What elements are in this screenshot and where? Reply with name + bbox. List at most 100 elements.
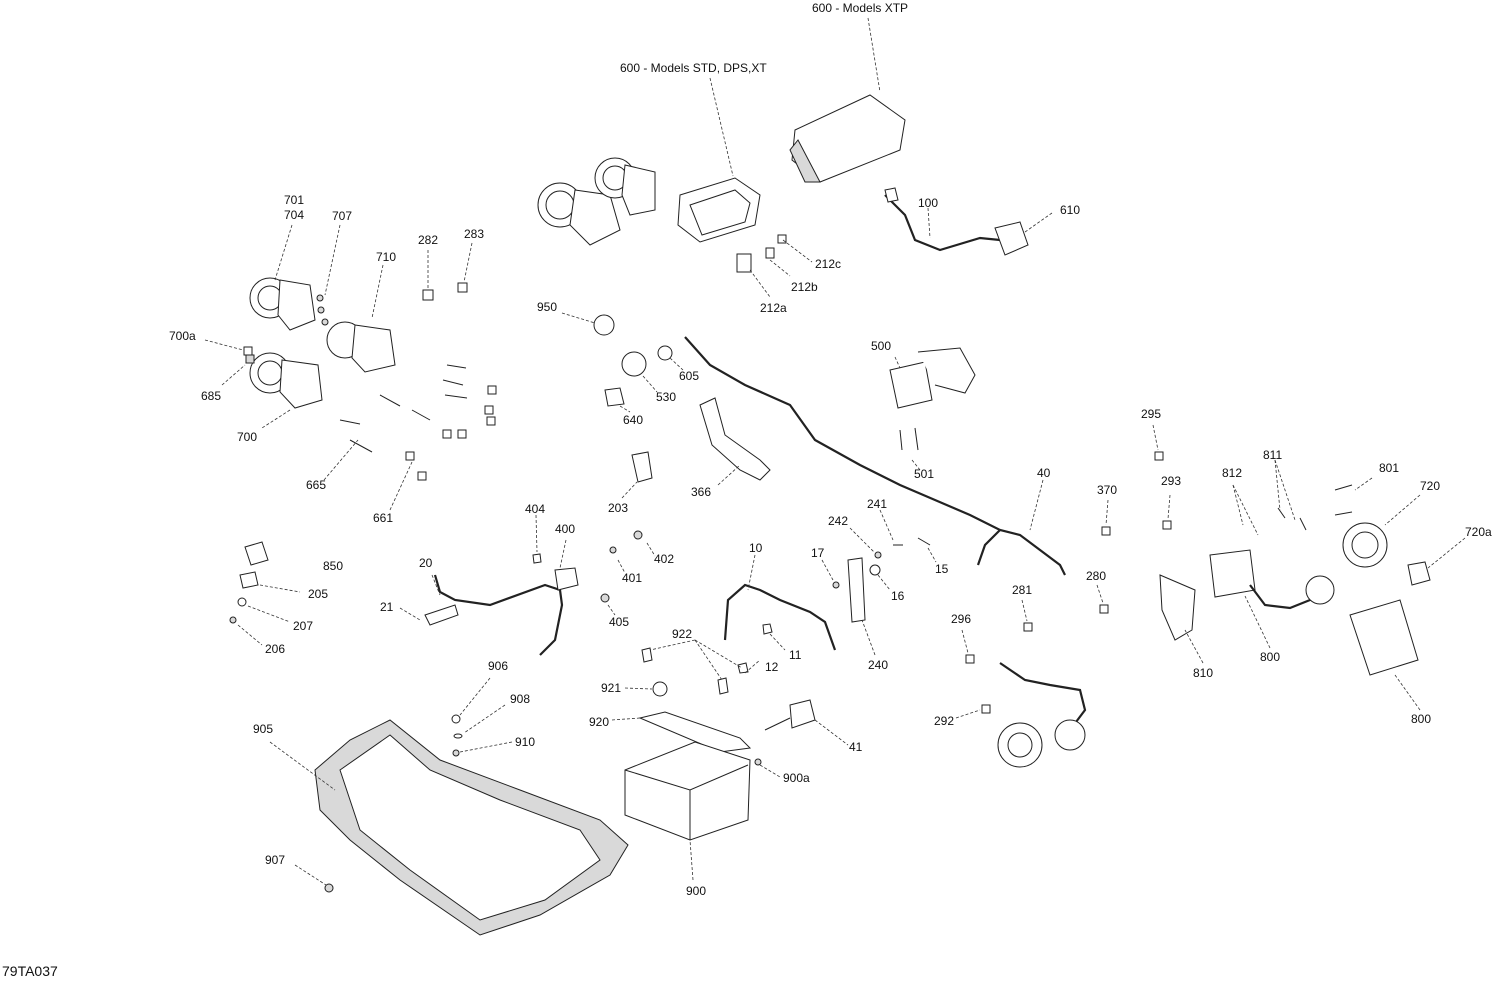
fasteners-920-922 xyxy=(611,639,752,753)
connectors-212 xyxy=(736,234,813,298)
headlights-left xyxy=(249,224,323,429)
callout-922: 922 xyxy=(672,627,692,641)
callout-16: 16 xyxy=(891,589,905,603)
callout-910: 910 xyxy=(515,735,535,749)
callout-704: 704 xyxy=(284,208,304,222)
callout-801: 801 xyxy=(1379,461,1399,475)
callout-720a: 720a xyxy=(1465,525,1492,539)
callout-707: 707 xyxy=(332,209,352,223)
callout-295: 295 xyxy=(1141,407,1161,421)
callout-661: 661 xyxy=(373,511,393,525)
callout-207: 207 xyxy=(293,619,313,633)
callout-296: 296 xyxy=(951,612,971,626)
callout-293: 293 xyxy=(1161,474,1181,488)
callout-905: 905 xyxy=(253,722,273,736)
callout-370: 370 xyxy=(1097,483,1117,497)
callout-41: 41 xyxy=(849,740,863,754)
callout-906: 906 xyxy=(488,659,508,673)
callout-700a: 700a xyxy=(169,329,196,343)
callout-282: 282 xyxy=(418,233,438,247)
callout-280: 280 xyxy=(1086,569,1106,583)
callout-241: 241 xyxy=(867,497,887,511)
callout-900: 900 xyxy=(686,884,706,898)
callout-12: 12 xyxy=(765,660,779,674)
bracket-240 xyxy=(821,509,937,656)
gauge-cluster-xtp xyxy=(789,17,906,183)
light-720 xyxy=(1232,459,1466,586)
callout-10: 10 xyxy=(749,541,763,555)
callout-800-module: 800 xyxy=(1411,712,1431,726)
callout-212a: 212a xyxy=(760,301,787,315)
callout-402: 402 xyxy=(654,552,674,566)
diagram-id: 79TA037 xyxy=(2,963,58,979)
callout-40: 40 xyxy=(1037,466,1051,480)
switches-950-530-640 xyxy=(561,312,684,413)
callout-710: 710 xyxy=(376,250,396,264)
callout-366: 366 xyxy=(691,485,711,499)
callout-501: 501 xyxy=(914,467,934,481)
callout-404: 404 xyxy=(525,502,545,516)
callout-206: 206 xyxy=(265,642,285,656)
callout-205: 205 xyxy=(308,587,328,601)
callout-203: 203 xyxy=(608,501,628,515)
callout-21: 21 xyxy=(380,600,394,614)
callout-212c: 212c xyxy=(815,257,841,271)
right-fasteners xyxy=(955,424,1172,719)
callout-283: 283 xyxy=(464,227,484,241)
callout-15: 15 xyxy=(935,562,949,576)
terminal-41 xyxy=(754,699,849,778)
light-710 xyxy=(326,264,396,373)
callout-212b: 212b xyxy=(791,280,818,294)
callout-811: 811 xyxy=(1263,448,1282,462)
callout-720: 720 xyxy=(1420,479,1440,493)
fasteners-left xyxy=(204,224,497,511)
callout-640: 640 xyxy=(623,413,643,427)
callout-600-xtp: 600 - Models XTP xyxy=(812,1,908,15)
tray-905 xyxy=(269,677,629,936)
bracket-500 xyxy=(889,347,976,471)
callout-921: 921 xyxy=(601,681,621,695)
battery-900 xyxy=(624,741,751,881)
callout-701: 701 xyxy=(284,193,304,207)
callout-240: 240 xyxy=(868,658,888,672)
tube-366 xyxy=(699,397,771,486)
module-800-810 xyxy=(1159,549,1421,711)
callout-20: 20 xyxy=(419,556,433,570)
connector-203 xyxy=(621,451,653,499)
part-drawings xyxy=(204,17,1466,936)
callout-665: 665 xyxy=(306,478,326,492)
callout-600-std: 600 - Models STD, DPS,XT xyxy=(620,61,767,75)
callout-907: 907 xyxy=(265,853,285,867)
callout-401: 401 xyxy=(622,571,642,585)
cables-20-400 xyxy=(399,514,656,656)
callout-800-harness: 800 xyxy=(1260,650,1280,664)
callout-810: 810 xyxy=(1193,666,1213,680)
callout-530: 530 xyxy=(656,390,676,404)
callout-950: 950 xyxy=(537,300,557,314)
small-parts-850-205 xyxy=(229,541,301,646)
callout-17: 17 xyxy=(811,546,825,560)
callout-605: 605 xyxy=(679,369,699,383)
cables-10-12 xyxy=(723,554,837,674)
callout-812: 812 xyxy=(1222,466,1242,480)
gauge-cluster-std xyxy=(677,77,761,243)
headlight-pair-center xyxy=(537,157,656,246)
callout-500: 500 xyxy=(871,339,891,353)
callout-242: 242 xyxy=(828,514,848,528)
callout-292: 292 xyxy=(934,714,954,728)
callout-281: 281 xyxy=(1012,583,1032,597)
harness-100 xyxy=(884,187,1053,256)
callout-900a: 900a xyxy=(783,771,810,785)
callout-405: 405 xyxy=(609,615,629,629)
callout-685: 685 xyxy=(201,389,221,403)
harness-40 xyxy=(684,336,1066,576)
callout-610: 610 xyxy=(1060,203,1080,217)
callout-100: 100 xyxy=(918,196,938,210)
fog-lights-bottom xyxy=(997,662,1087,768)
callout-920: 920 xyxy=(589,715,609,729)
callout-850: 850 xyxy=(323,559,343,573)
callout-400: 400 xyxy=(555,522,575,536)
callout-700: 700 xyxy=(237,430,257,444)
